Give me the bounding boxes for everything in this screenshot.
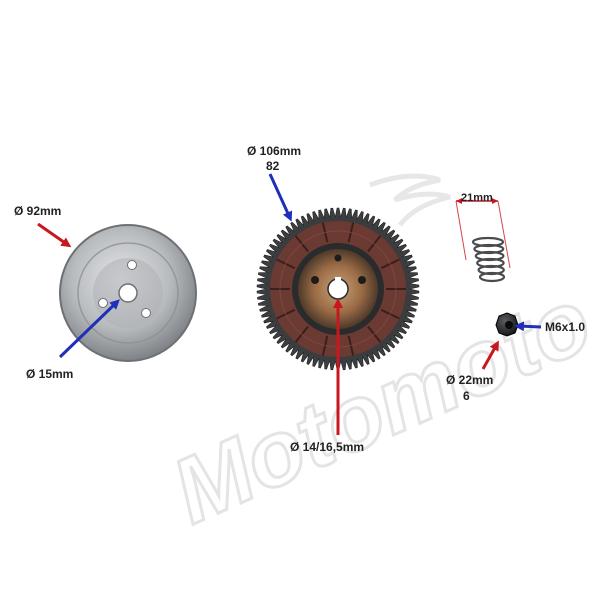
gear-wheel: [256, 207, 420, 371]
pulley-disc: [59, 224, 197, 362]
spring: [471, 236, 506, 283]
arrow-nut-thread: [514, 321, 542, 332]
gear-bore-hole: [327, 278, 349, 300]
nut: [495, 312, 519, 337]
label-gear-teeth: 82: [266, 159, 280, 173]
watermark-logo-icon: [369, 173, 451, 227]
arrow-pulley-diameter: [37, 222, 72, 248]
label-gear-diameter: Ø 106mm: [247, 144, 302, 158]
label-nut-diameter: Ø 22mm: [446, 373, 494, 387]
arrow-pulley-bore: [58, 299, 120, 359]
label-nut-thread: M6x1.0: [545, 320, 586, 334]
annotation-arrows: [37, 173, 542, 435]
arrow-gear-diameter: [268, 173, 293, 222]
label-nut-teeth: 6: [463, 389, 470, 403]
label-pulley-diameter: Ø 92mm: [14, 204, 62, 218]
arrow-nut-diameter: [481, 340, 499, 370]
brake-pad-segments: [270, 222, 406, 356]
label-pulley-bore: Ø 15mm: [26, 367, 74, 381]
label-gear-bore: Ø 14/16,5mm: [290, 440, 365, 454]
pulley-bore-hole: [118, 283, 138, 303]
label-spring-length: 21mm: [461, 192, 493, 204]
